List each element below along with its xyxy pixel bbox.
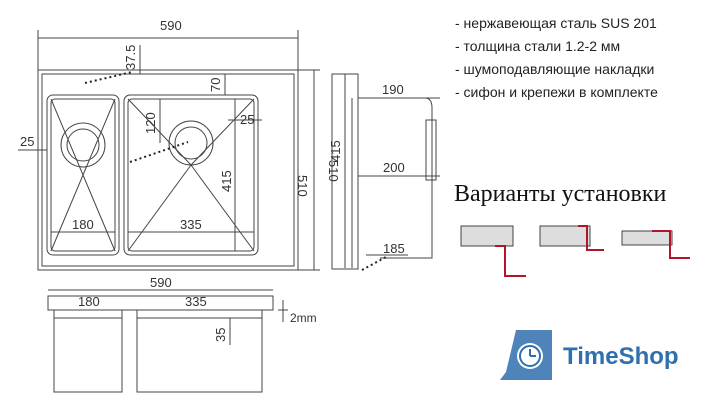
dim-bowl-left-width: 180 <box>72 217 94 232</box>
dim-depth-total: 510 <box>295 175 310 197</box>
mount-variant-1 <box>460 225 526 277</box>
spec-item: - шумоподавляющие накладки <box>455 61 655 77</box>
dim-top-width: 590 <box>160 18 182 33</box>
spec-item: - нержавеющая сталь SUS 201 <box>455 15 657 31</box>
spec-list: - нержавеющая сталь SUS 201 - толщина ст… <box>455 12 658 104</box>
brand-name: TimeShop <box>563 343 679 370</box>
dim-edge-70: 70 <box>208 78 223 92</box>
dim-side-190: 190 <box>382 82 404 97</box>
left-bowl <box>46 94 120 256</box>
dim-bowl-depth: 415 <box>219 170 234 192</box>
spec-item: - толщина стали 1.2-2 мм <box>455 38 621 54</box>
dim-right-25: 25 <box>240 112 254 127</box>
dim-side-510: 510 <box>326 160 341 182</box>
mount-variant-2 <box>539 225 604 251</box>
dim-front-335: 335 <box>185 294 207 309</box>
dim-front-35: 35 <box>213 328 228 342</box>
dim-front-width: 590 <box>150 275 172 290</box>
dim-left-offset: 25 <box>20 134 34 149</box>
top-view-outline <box>37 69 299 271</box>
dim-inner-120: 120 <box>143 112 158 134</box>
timeshop-logo: TimeShop <box>500 330 679 380</box>
dim-drain-dist: 37.5 <box>123 45 138 70</box>
right-drain <box>168 120 214 166</box>
dim-side-200: 200 <box>383 160 405 175</box>
dim-side-415: 415 <box>328 140 343 162</box>
dim-front-180: 180 <box>78 294 100 309</box>
installation-variants-title: Варианты установки <box>454 181 667 207</box>
right-bowl <box>123 94 259 256</box>
mount-variant-3 <box>621 230 690 259</box>
dim-thickness: 2mm <box>290 311 317 325</box>
dim-bowl-right-width: 335 <box>180 217 202 232</box>
dim-side-185: 185 <box>383 241 405 256</box>
front-view-outline <box>47 295 274 311</box>
left-drain <box>60 122 106 168</box>
spec-item: - сифон и крепежи в комплекте <box>455 84 658 100</box>
